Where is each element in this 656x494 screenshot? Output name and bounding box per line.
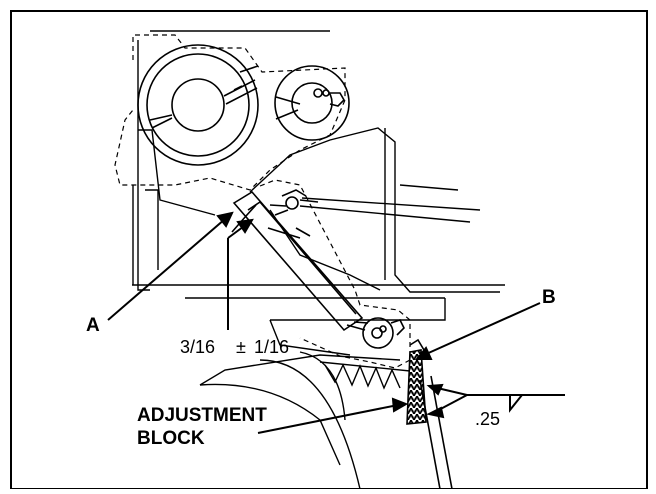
weld-symbol [426,383,565,419]
pivot-mid [269,189,319,216]
leader-gap [227,218,254,330]
label-adjustment: ADJUSTMENT [137,405,267,426]
leader-a [107,211,234,321]
pulley-upper [274,65,350,141]
block-bar [409,338,453,490]
tensioner-arm [231,190,364,332]
drum-large [137,44,259,166]
adjustment-block [406,349,427,425]
spring-bar [319,361,421,373]
label-plus-minus: ± [236,337,246,357]
leader-b [414,302,541,360]
label-a: A [86,315,100,336]
lower-frame-curves [199,351,401,490]
pulley-lower [346,317,405,349]
label-block: BLOCK [137,428,205,449]
label-weld-size: .25 [475,409,500,429]
leader-block [257,397,409,434]
figure-frame [10,10,648,490]
label-tolerance: 1/16 [254,337,289,357]
label-b: B [542,287,556,308]
label-gap-value: 3/16 [180,337,215,357]
base-lines [132,284,505,356]
left-frame-member [132,40,216,291]
right-rods [299,184,481,223]
lower-dashed-outline [259,179,411,369]
housing-dashed-outline [114,34,346,191]
spring [324,363,401,390]
